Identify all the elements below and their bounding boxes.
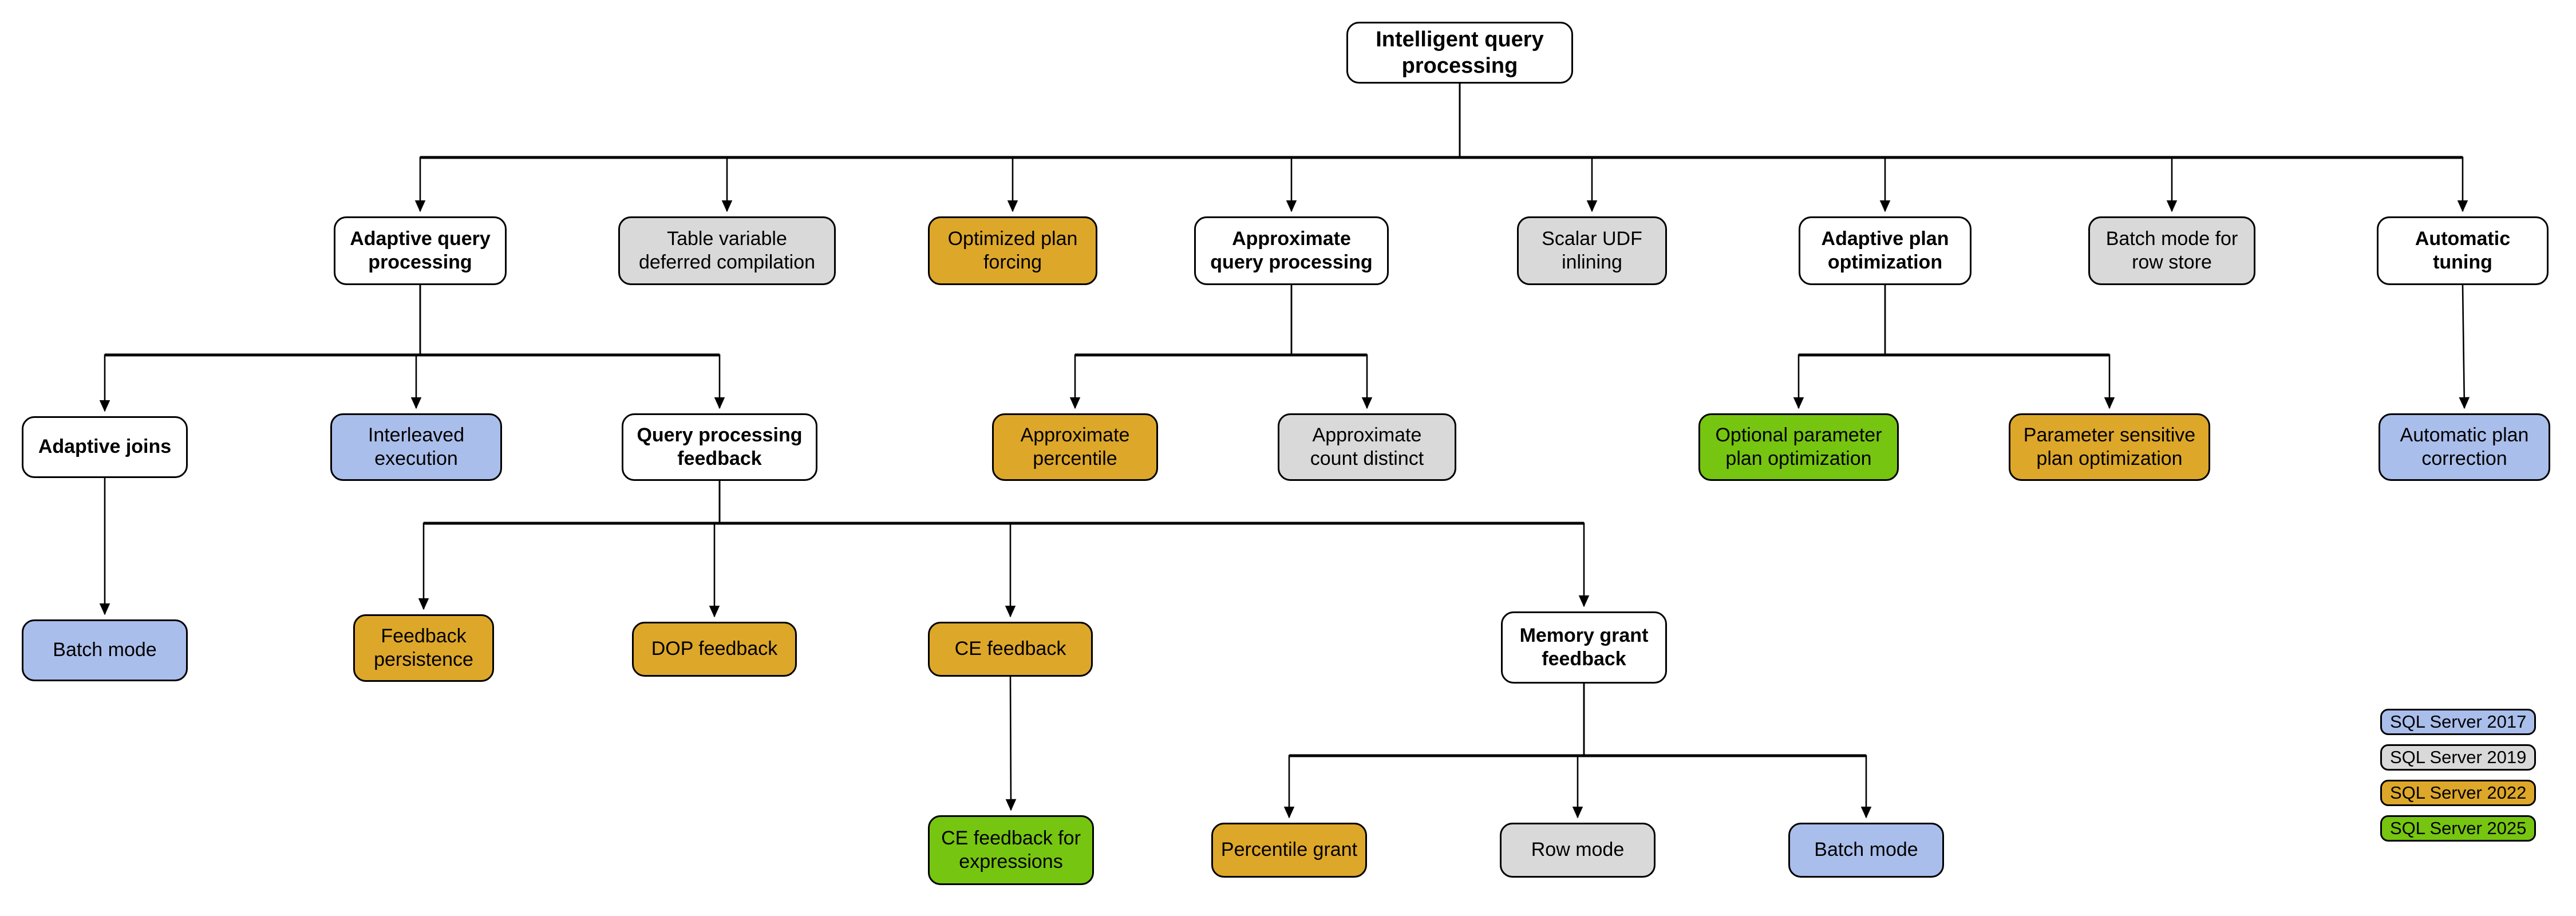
edge-approxqp-to-approxpct xyxy=(1069,285,1293,409)
node-oppo[interactable]: Optional parameter plan optimization xyxy=(1698,413,1899,481)
edge-mgf-to-rowmode xyxy=(1572,684,1585,819)
node-approxcd[interactable]: Approximate count distinct xyxy=(1278,413,1456,481)
node-batchmode1[interactable]: Batch mode xyxy=(22,619,188,681)
node-approxpct[interactable]: Approximate percentile xyxy=(992,413,1158,481)
edge-autotune-to-apc xyxy=(2459,285,2470,409)
edge-root-to-aqp xyxy=(414,84,1461,212)
edge-mgf-to-batchmode2 xyxy=(1583,684,1872,819)
edge-cefb-to-cefbexpr xyxy=(1005,676,1017,811)
edge-root-to-apo xyxy=(1459,84,1891,212)
node-rowmode[interactable]: Row mode xyxy=(1500,823,1656,878)
edge-qpf-to-fbpersist xyxy=(418,481,721,610)
edge-root-to-bmrs xyxy=(1459,84,2178,212)
edge-apo-to-oppo xyxy=(1793,285,1886,409)
node-tvdc[interactable]: Table variable deferred compilation xyxy=(618,216,836,285)
edge-aqp-to-adaptivejoins xyxy=(99,285,421,412)
node-opf[interactable]: Optimized plan forcing xyxy=(928,216,1097,285)
node-approxqp[interactable]: Approximate query processing xyxy=(1194,216,1389,285)
edge-root-to-autotune xyxy=(1459,84,2468,212)
edge-root-to-approxqp xyxy=(1286,84,1461,212)
node-adaptivejoins[interactable]: Adaptive joins xyxy=(22,416,188,478)
node-mgf[interactable]: Memory grant feedback xyxy=(1501,611,1667,684)
node-aqp[interactable]: Adaptive query processing xyxy=(334,216,507,285)
node-apo[interactable]: Adaptive plan optimization xyxy=(1799,216,1971,285)
edge-qpf-to-cefb xyxy=(718,481,1016,618)
node-pspo[interactable]: Parameter sensitive plan optimization xyxy=(2009,413,2210,481)
edge-root-to-scalarudf xyxy=(1459,84,1598,212)
edge-aqp-to-interleaved xyxy=(410,285,422,409)
node-bmrs[interactable]: Batch mode for row store xyxy=(2088,216,2255,285)
legend-item-sql-server-2017: SQL Server 2017 xyxy=(2380,709,2536,735)
node-batchmode2[interactable]: Batch mode xyxy=(1788,823,1944,878)
edge-approxqp-to-approxcd xyxy=(1290,285,1373,409)
edge-aqp-to-qpf xyxy=(419,285,725,409)
legend-item-sql-server-2025: SQL Server 2025 xyxy=(2380,815,2536,842)
edge-root-to-tvdc xyxy=(721,84,1461,212)
node-root[interactable]: Intelligent query processing xyxy=(1346,22,1573,84)
node-autotune[interactable]: Automatic tuning xyxy=(2377,216,2549,285)
node-cefbexpr[interactable]: CE feedback for expressions xyxy=(928,815,1094,885)
node-fbpersist[interactable]: Feedback persistence xyxy=(353,614,494,682)
legend-item-sql-server-2019: SQL Server 2019 xyxy=(2380,744,2536,771)
edge-apo-to-pspo xyxy=(1884,285,2115,409)
node-dopfb[interactable]: DOP feedback xyxy=(632,622,797,677)
node-apc[interactable]: Automatic plan correction xyxy=(2379,413,2550,481)
edge-qpf-to-dopfb xyxy=(709,481,721,618)
node-cefb[interactable]: CE feedback xyxy=(928,622,1093,677)
edge-root-to-opf xyxy=(1007,84,1461,212)
edge-mgf-to-pctgrant xyxy=(1283,684,1585,819)
legend-item-sql-server-2022: SQL Server 2022 xyxy=(2380,780,2536,806)
edge-qpf-to-mgf xyxy=(718,481,1590,607)
node-pctgrant[interactable]: Percentile grant xyxy=(1211,823,1367,878)
node-scalarudf[interactable]: Scalar UDF inlining xyxy=(1517,216,1667,285)
node-qpf[interactable]: Query processing feedback xyxy=(622,413,817,481)
node-interleaved[interactable]: Interleaved execution xyxy=(330,413,502,481)
